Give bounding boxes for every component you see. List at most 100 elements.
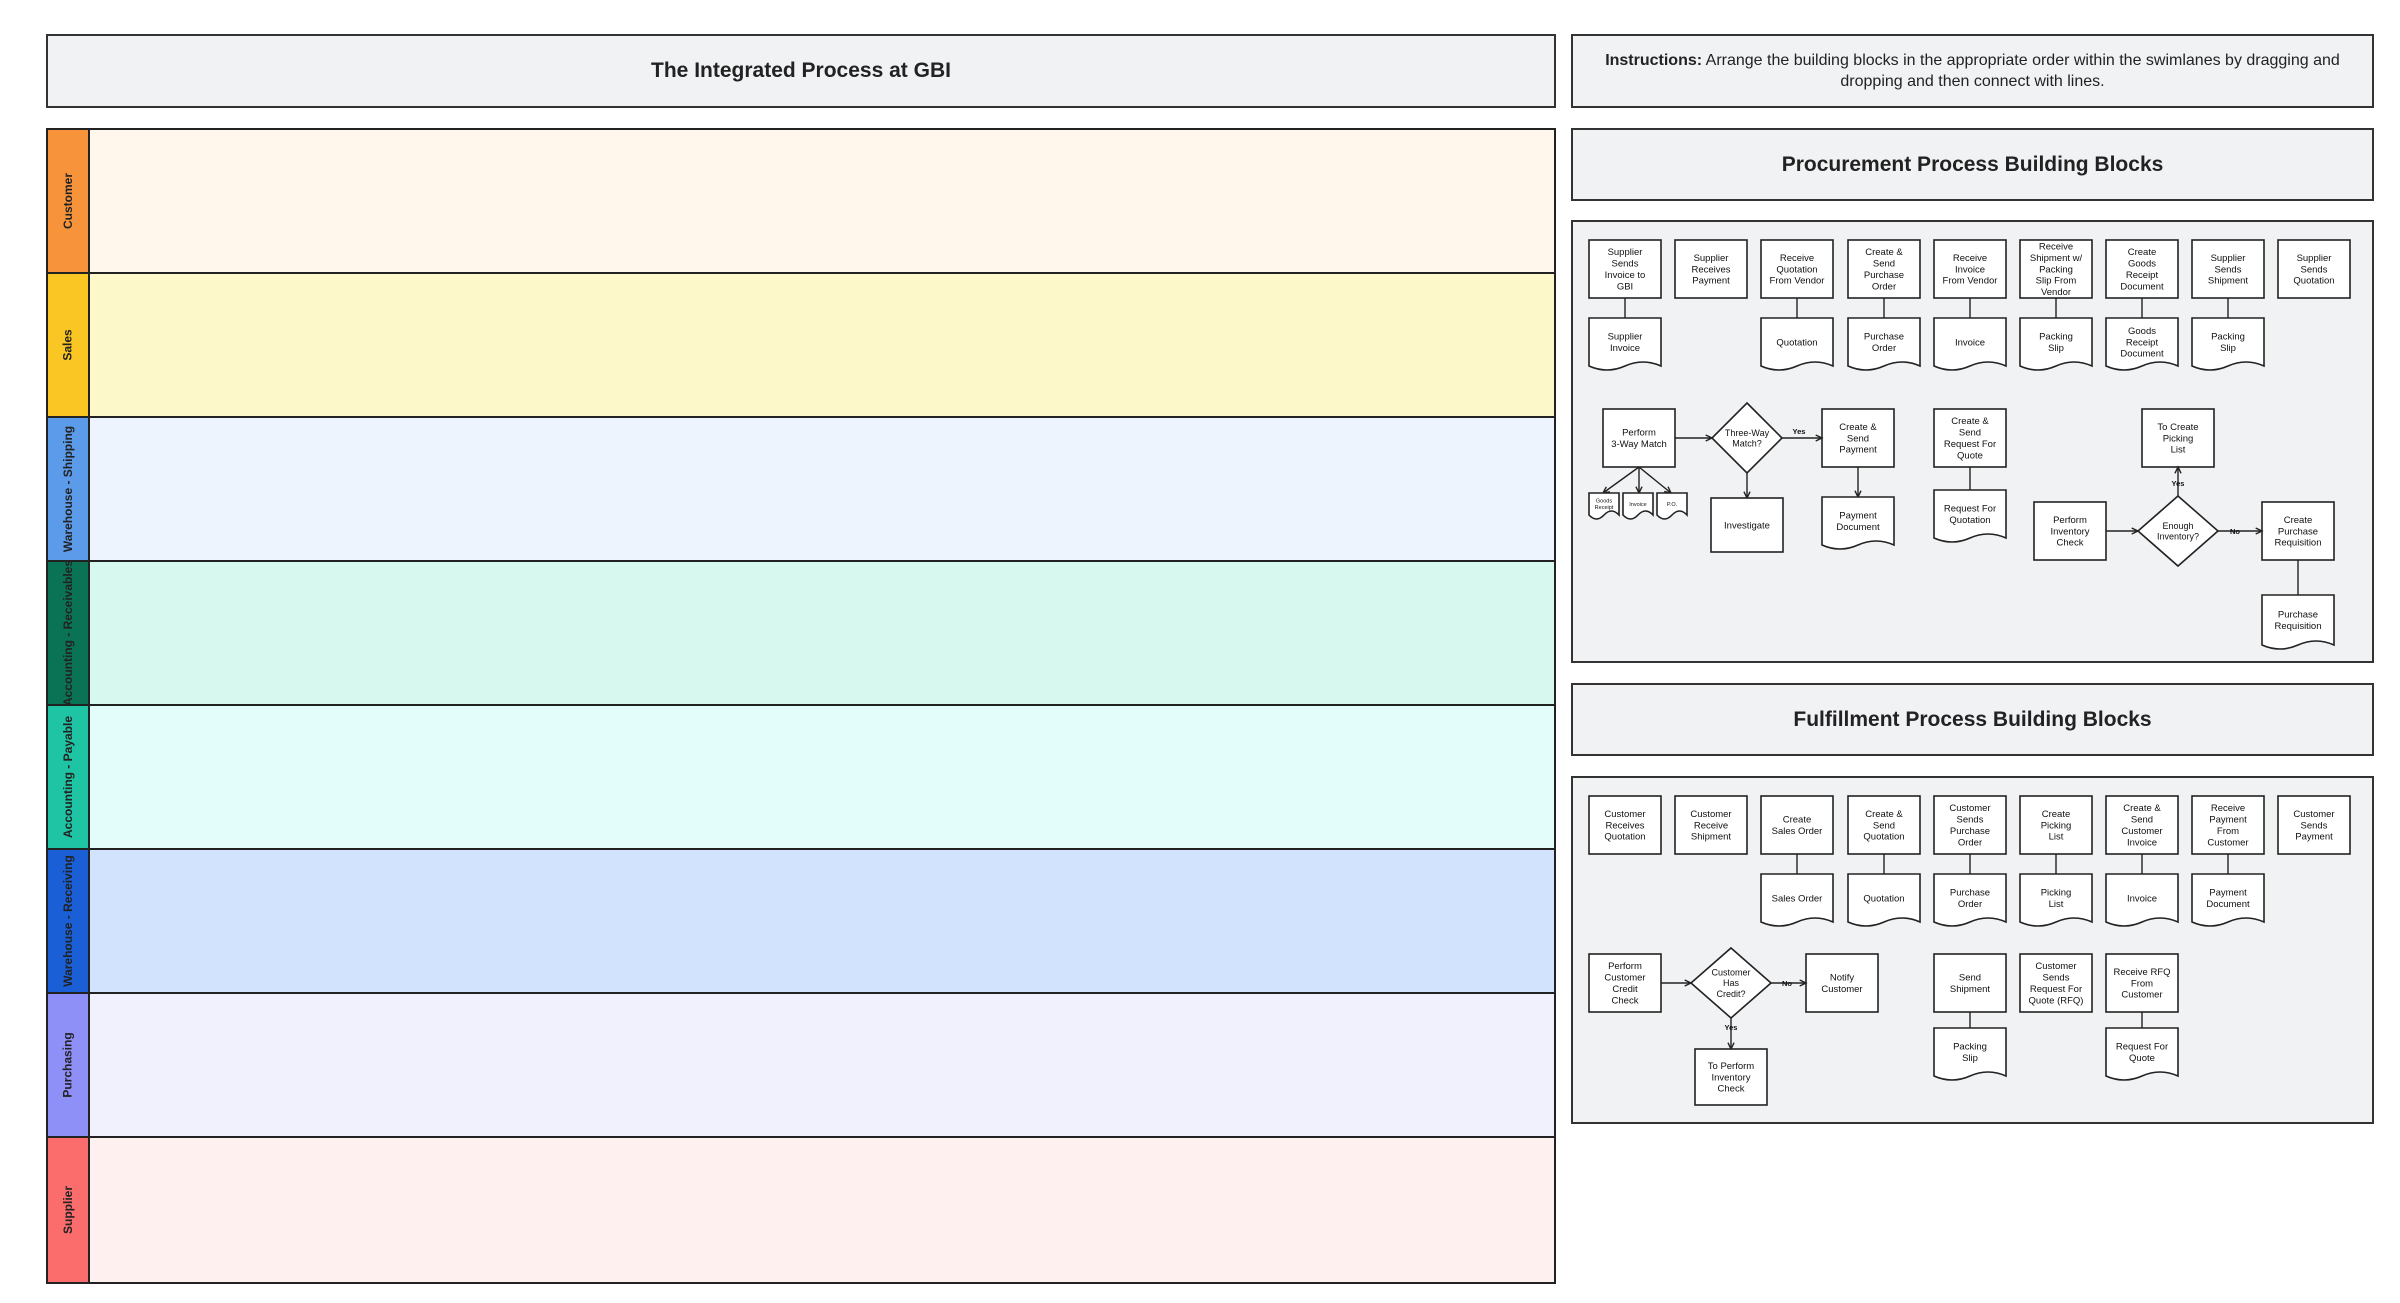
document-block[interactable] <box>1821 496 1895 550</box>
process-block[interactable] <box>1760 795 1834 855</box>
swimlane-purchasing[interactable]: Purchasing <box>48 994 1554 1138</box>
swimlane-label: Accounting - Receivables <box>61 559 76 707</box>
process-block[interactable] <box>1588 239 1662 299</box>
document-block[interactable] <box>2105 873 2179 927</box>
process-block[interactable] <box>2105 795 2179 855</box>
document-block-label: Quotation <box>1863 893 1904 904</box>
process-block[interactable] <box>1694 1048 1768 1106</box>
process-block[interactable] <box>1674 795 1748 855</box>
document-block[interactable] <box>1622 492 1654 520</box>
document-block[interactable] <box>1588 492 1620 520</box>
swimlane-tab: Purchasing <box>48 994 90 1136</box>
swimlane-warehouse-receiving[interactable]: Warehouse - Receiving <box>48 850 1554 994</box>
swimlane-tab: Warehouse - Receiving <box>48 850 90 992</box>
document-block[interactable] <box>1933 873 2007 927</box>
process-block[interactable] <box>2033 501 2107 561</box>
document-block[interactable] <box>1656 492 1688 520</box>
process-block[interactable] <box>1933 408 2007 468</box>
process-block[interactable] <box>1710 497 1784 553</box>
swimlane-label: Warehouse - Receiving <box>61 855 75 987</box>
connector-line <box>1638 466 1672 494</box>
swimlane-label: Purchasing <box>61 1032 76 1098</box>
process-block[interactable] <box>2191 239 2265 299</box>
swimlane-sales[interactable]: Sales <box>48 274 1554 418</box>
document-block[interactable] <box>2191 317 2265 371</box>
arrow-head <box>1799 979 1808 987</box>
document-block[interactable] <box>1760 873 1834 927</box>
document-block[interactable] <box>2019 873 2093 927</box>
document-block-label: Invoice <box>1955 337 1985 348</box>
process-block[interactable] <box>1588 953 1662 1013</box>
process-block[interactable] <box>1933 239 2007 299</box>
document-block-label: P.O. <box>1667 502 1678 508</box>
document-block[interactable] <box>1933 317 2007 371</box>
document-block[interactable] <box>1588 317 1662 371</box>
process-block[interactable] <box>1847 239 1921 299</box>
process-block[interactable] <box>2105 953 2179 1013</box>
swimlane-warehouse-shipping[interactable]: Warehouse - Shipping <box>48 418 1554 562</box>
swimlane-label: Warehouse - Shipping <box>61 425 76 553</box>
document-block[interactable] <box>1760 317 1834 371</box>
swimlane-accounting-receivables[interactable]: Accounting - Receivables <box>48 559 1554 707</box>
document-block-label: Invoice <box>2127 893 2157 904</box>
arrow-head <box>2255 527 2264 535</box>
process-block[interactable] <box>2277 239 2351 299</box>
process-block[interactable] <box>1588 795 1662 855</box>
document-block[interactable] <box>1847 317 1921 371</box>
process-block[interactable] <box>1674 239 1748 299</box>
document-block[interactable] <box>2191 873 2265 927</box>
process-block[interactable] <box>1805 953 1879 1013</box>
process-block[interactable] <box>2277 795 2351 855</box>
instructions-text: Arrange the building blocks in the appro… <box>1702 52 2340 90</box>
process-block[interactable] <box>1760 239 1834 299</box>
swimlane-accounting-payable[interactable]: Accounting - Payable <box>48 706 1554 850</box>
process-block[interactable] <box>1847 795 1921 855</box>
document-block[interactable] <box>1933 1027 2007 1081</box>
swimlane-label: Sales <box>60 329 75 361</box>
process-block[interactable] <box>2019 795 2093 855</box>
process-block[interactable] <box>2191 795 2265 855</box>
swimlane-supplier[interactable]: Supplier <box>48 1138 1554 1282</box>
process-block[interactable] <box>1602 408 1676 468</box>
document-block[interactable] <box>2019 317 2093 371</box>
document-block[interactable] <box>2105 1027 2179 1081</box>
document-block[interactable] <box>1933 489 2007 543</box>
process-block[interactable] <box>2019 953 2093 1013</box>
arrow-head <box>2174 465 2182 474</box>
page-title: The Integrated Process at GBI <box>46 34 1556 108</box>
swimlane-customer[interactable]: Customer <box>48 130 1554 274</box>
decision-block[interactable] <box>2136 494 2220 568</box>
instructions-label: Instructions: <box>1605 52 1703 69</box>
swimlane-tab: Accounting - Payable <box>48 706 90 848</box>
document-block[interactable] <box>2105 317 2179 371</box>
document-block[interactable] <box>1847 873 1921 927</box>
document-block[interactable] <box>2261 594 2335 650</box>
arrow-head <box>1815 434 1824 442</box>
